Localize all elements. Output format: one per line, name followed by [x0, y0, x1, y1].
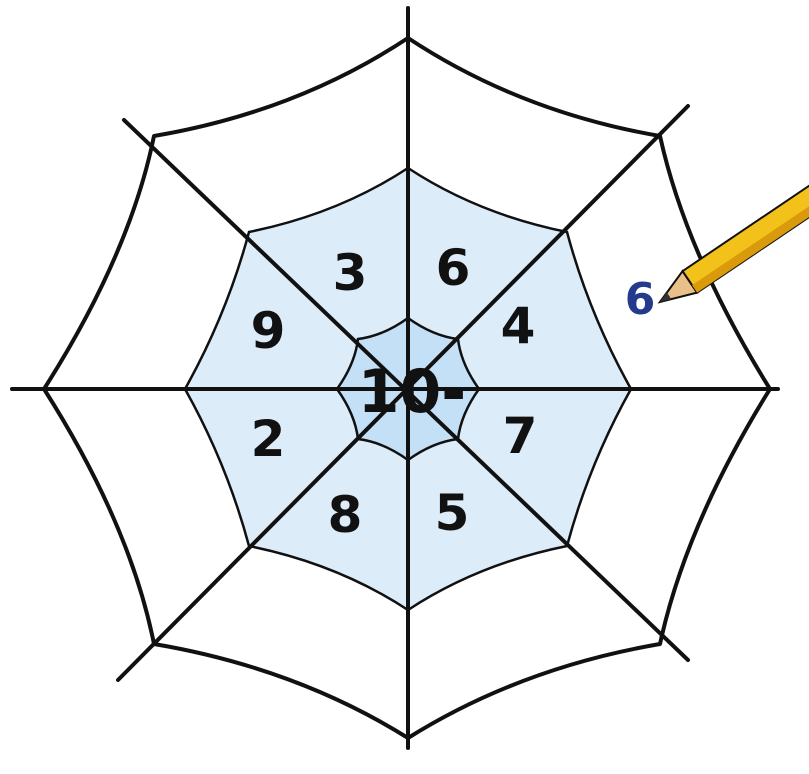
- segment-number-5: 5: [435, 484, 470, 542]
- pencil-body: [683, 176, 809, 293]
- segment-number-2: 2: [251, 410, 286, 468]
- segment-number-9: 9: [251, 302, 286, 360]
- segment-number-6: 6: [436, 239, 471, 297]
- segment-number-7: 7: [503, 407, 538, 465]
- segment-number-4: 4: [501, 297, 536, 355]
- segment-number-8: 8: [328, 486, 363, 544]
- center-operation-label: 10-: [358, 357, 466, 427]
- written-answer: 6: [625, 274, 656, 325]
- segment-number-3: 3: [333, 244, 368, 302]
